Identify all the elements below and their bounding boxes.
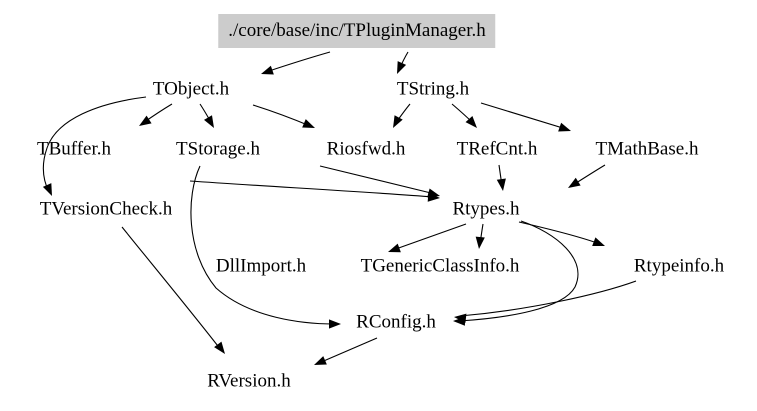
edge-tstring-to-tmathbase [480, 102, 571, 132]
arrow-head [139, 115, 152, 126]
edge-root-to-tobject [261, 51, 331, 75]
graph-node-dllimport[interactable]: DllImport.h [215, 255, 307, 277]
edge-tstring-to-trefcnt [451, 103, 477, 128]
arrow-head [393, 115, 403, 128]
arrow-head [261, 65, 274, 75]
edge-riosfwd-to-rtypes [319, 165, 440, 198]
arrow-head [427, 192, 440, 202]
edge-tstring-to-riosfwd [393, 103, 411, 128]
graph-node-tstring[interactable]: TString.h [396, 78, 470, 100]
graph-node-root[interactable]: ./core/base/inc/TPluginManager.h [218, 14, 496, 48]
arrow-head [496, 178, 506, 191]
arrow-head [388, 243, 401, 253]
edge-tobject-to-riosfwd [252, 104, 315, 128]
arrow-head [397, 61, 407, 74]
graph-node-riosfwd[interactable]: Riosfwd.h [326, 138, 406, 160]
edge-tobject-to-tversioncheck [42, 96, 147, 196]
arrow-head [568, 177, 581, 188]
arrow-head [42, 183, 52, 196]
edge-rtypes-to-rtypeinfo [518, 221, 605, 246]
edge-rtypes-to-dllimport [388, 223, 467, 253]
arrow-head [314, 356, 327, 365]
arrow-head [302, 119, 315, 128]
edge-tstorage-to-rconfig [190, 165, 341, 329]
edge-tobject-to-tbuffer [139, 103, 173, 126]
graph-node-trefcnt[interactable]: TRefCnt.h [456, 138, 538, 160]
edge-tmathbase-to-rtypes [568, 164, 606, 188]
edge-rtypes-to-tgenericclassinfo [475, 223, 485, 249]
graph-node-rversion[interactable]: RVersion.h [207, 370, 291, 392]
graph-node-rconfig[interactable]: RConfig.h [356, 311, 436, 333]
arrow-head [465, 116, 477, 128]
arrow-head [204, 115, 214, 128]
graph-node-tversioncheck[interactable]: TVersionCheck.h [39, 198, 173, 220]
graph-node-tmathbase[interactable]: TMathBase.h [595, 138, 699, 160]
edge-rtypeinfo-to-rconfig [454, 280, 637, 323]
arrow-head [475, 236, 485, 249]
edge-rconfig-to-rversion [314, 337, 378, 365]
arrow-head [214, 341, 225, 354]
graph-node-tstorage[interactable]: TStorage.h [176, 138, 260, 160]
edge-root-to-tstring [397, 51, 409, 74]
graph-node-tgenericclassinfo[interactable]: TGenericClassInfo.h [360, 255, 520, 277]
graph-node-tobject[interactable]: TObject.h [152, 78, 230, 100]
edge-tobject-to-tstorage [199, 103, 214, 128]
edge-tversioncheck-to-rversion [121, 226, 225, 354]
edge-tstorage-to-rtypes [189, 180, 440, 202]
graph-node-rtypeinfo[interactable]: Rtypeinfo.h [633, 255, 725, 277]
arrow-head [454, 313, 467, 323]
arrow-head [329, 319, 341, 329]
arrow-head [592, 237, 605, 246]
arrow-head [558, 122, 571, 132]
graph-node-tbuffer[interactable]: TBuffer.h [36, 138, 112, 160]
edge-trefcnt-to-rtypes [496, 164, 506, 191]
graph-node-rtypes[interactable]: Rtypes.h [452, 198, 520, 220]
